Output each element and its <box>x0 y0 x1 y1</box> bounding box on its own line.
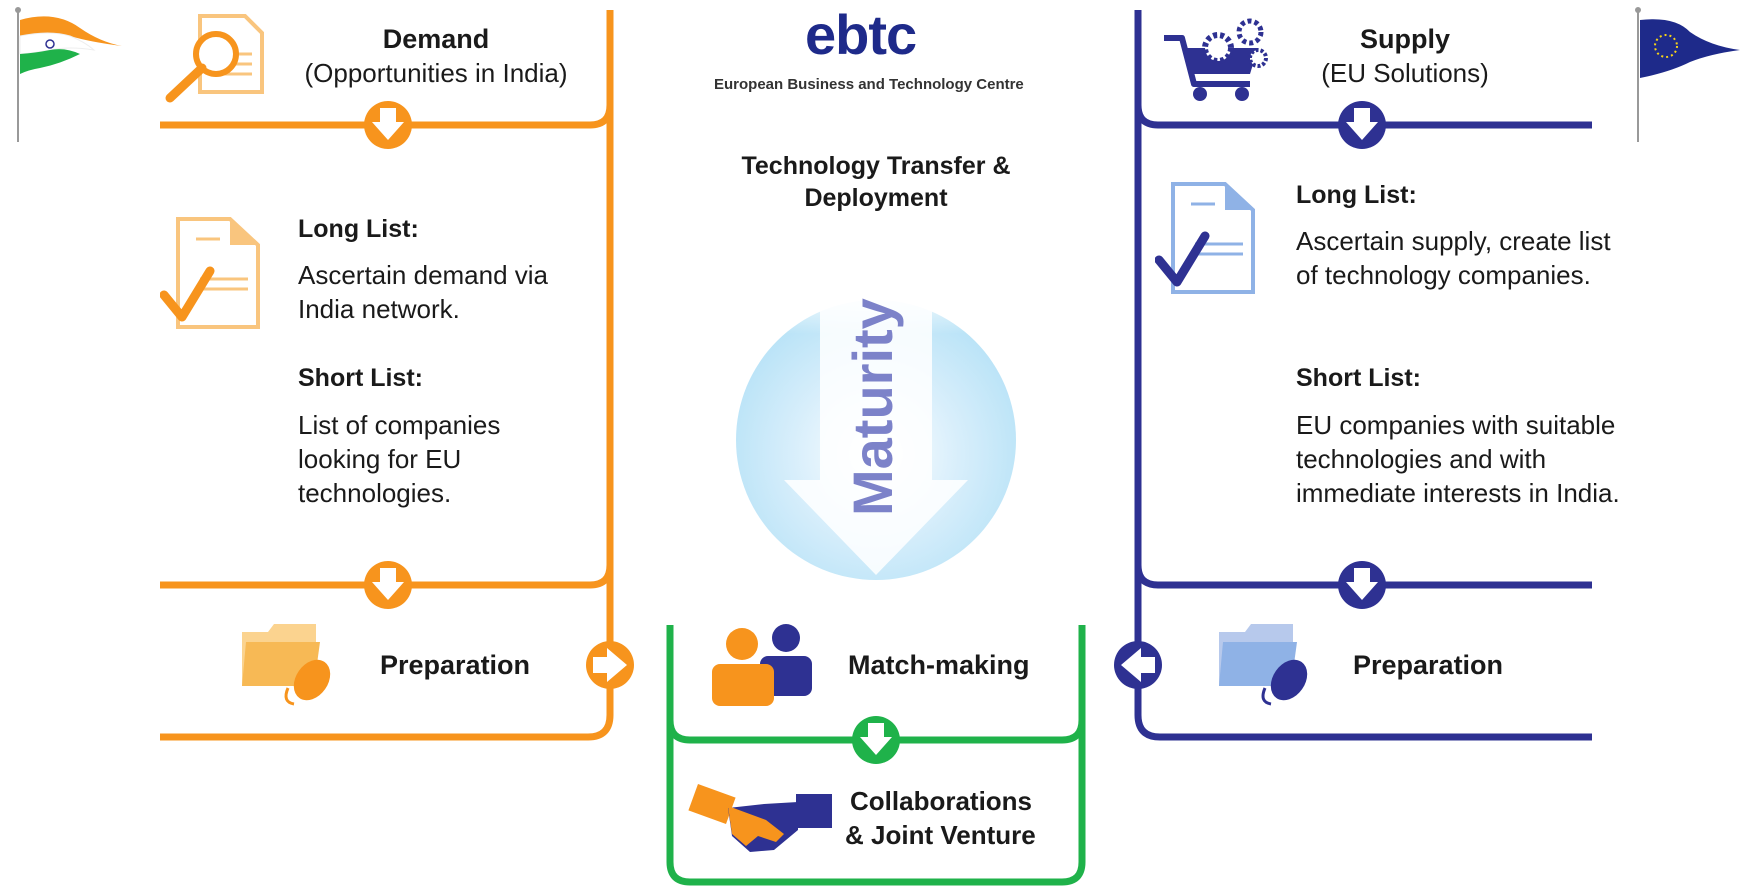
people-icon <box>712 624 812 706</box>
demand-arrow-2 <box>364 561 412 609</box>
shopping-cart-gears-icon <box>1164 18 1268 101</box>
demand-short-list-label: Short List: <box>298 364 423 392</box>
demand-arrow-right <box>586 641 634 689</box>
eu-flag-icon <box>1635 7 1740 142</box>
checklist-icon <box>1155 182 1255 294</box>
supply-arrow-left <box>1114 641 1162 689</box>
maturity-label: Maturity <box>841 298 904 516</box>
folder-mouse-icon <box>242 624 331 706</box>
supply-title: Supply <box>1359 24 1450 54</box>
demand-long-list-label: Long List: <box>298 215 419 243</box>
supply-short-list-text: EU companies with suitable technologies … <box>1296 410 1620 508</box>
supply-preparation-label: Preparation <box>1353 650 1504 680</box>
supply-short-list-label: Short List: <box>1296 364 1421 392</box>
india-flag-icon <box>15 7 122 142</box>
demand-title: Demand <box>382 24 490 54</box>
checklist-icon <box>160 217 260 329</box>
demand-subtitle: (Opportunities in India) <box>304 58 568 88</box>
supply-long-list-text: Ascertain supply, create list of technol… <box>1296 226 1611 290</box>
center-title-line1: Technology Transfer & <box>741 152 1011 180</box>
center-title-line2: Deployment <box>804 184 948 212</box>
supply-long-list-label: Long List: <box>1296 181 1417 209</box>
handshake-icon <box>688 784 832 852</box>
logo-tagline: European Business and Technology Centre <box>714 76 1024 93</box>
maturity-arrow <box>730 260 1030 580</box>
supply-arrow-2 <box>1338 561 1386 609</box>
demand-short-list-text: List of companies looking for EU technol… <box>298 410 501 508</box>
demand-lines <box>160 10 614 741</box>
logo-text: ebtc <box>805 3 917 66</box>
supply-arrow-1 <box>1338 101 1386 149</box>
demand-preparation-label: Preparation <box>380 650 531 680</box>
demand-arrow-1 <box>364 101 412 149</box>
folder-mouse-icon <box>1219 624 1308 706</box>
demand-long-list-text: Ascertain demand via India network. <box>298 260 549 324</box>
match-arrow-down <box>852 716 900 764</box>
collab-line2: & Joint Venture <box>845 820 1036 850</box>
supply-lines <box>1134 10 1592 741</box>
matchmaking-label: Match-making <box>848 650 1030 680</box>
magnifier-document-icon <box>165 14 264 103</box>
supply-subtitle: (EU Solutions) <box>1321 58 1489 88</box>
collab-line1: Collaborations <box>850 786 1033 816</box>
